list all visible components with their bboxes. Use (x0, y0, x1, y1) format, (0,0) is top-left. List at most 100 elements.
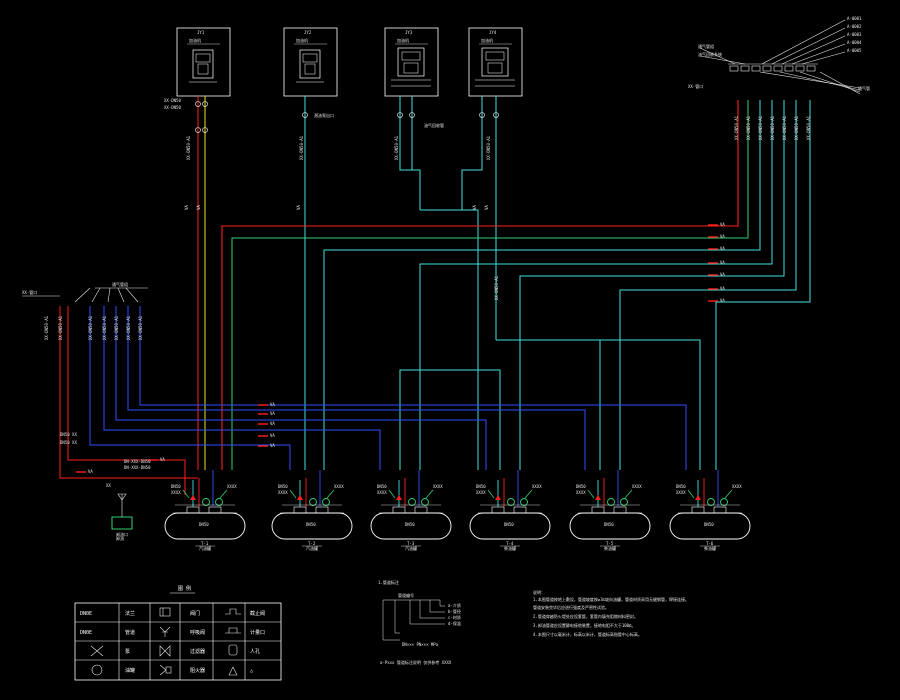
dispenser-nozzle (487, 62, 503, 74)
notes-line-2: 管道安装完毕后应进行强度及严密性试验。 (533, 604, 609, 610)
dispenser-screen (485, 51, 505, 61)
tank-manhole (613, 506, 627, 514)
pipe-note-bottom-1: DN××× PN××× MPa (402, 642, 439, 647)
tank-inner-label: DN50 (604, 522, 614, 527)
valve-symbol (195, 101, 201, 107)
pipe-left-blue-4 (127, 306, 586, 470)
flow-marker-label: VA (720, 246, 725, 251)
legend-cell: 管道 (125, 629, 135, 636)
tank-id: T-6 (706, 541, 714, 546)
dispenser-screen (195, 53, 211, 63)
tank-id: T-1 (201, 541, 209, 546)
pipe-cyan-4 (619, 100, 797, 470)
flow-marker-label: VA (720, 222, 725, 227)
tank-leader (687, 489, 695, 499)
tank-manhole (414, 506, 428, 514)
tank-nozzle-label: XXXX (532, 484, 542, 489)
legend-title: 图 例 (178, 585, 191, 592)
tank-manhole (713, 506, 727, 514)
legend-cell: 呼吸阀 (190, 629, 205, 636)
flow-marker-label: VA (270, 402, 275, 407)
pipe-d4-cyan (461, 96, 483, 210)
tank-inner-label: DN50 (405, 522, 415, 527)
pipe-left-blue-2 (103, 306, 381, 470)
recovery-label: 油气回收管 (424, 122, 444, 128)
pipe-annotation-note: 1.管道标注 管道编号 a-介质 b-管径 c-材质 d-保温 DN××× PN… (378, 579, 461, 665)
pipe-left-blue-5 (139, 306, 687, 470)
dispenser-nozzle (197, 63, 209, 75)
tank-manhole (208, 506, 222, 514)
svg-text:XX: XX (106, 483, 111, 488)
tank-nozzle-label: DN50 (476, 484, 486, 489)
tank-inner-label: DN50 (704, 522, 714, 527)
tank-nozzle-label: XXXX (377, 490, 387, 495)
svg-text:XX-管口: XX-管口 (688, 83, 703, 89)
pipe-tag: XX-DN50-A1 (758, 115, 763, 140)
dispenser-id: JY2 (304, 30, 312, 35)
tank-label: 汽油罐 (405, 545, 417, 551)
tank-nozzle-label: XXXX (334, 484, 344, 489)
pipe-tag: XX-DN50-A1 (486, 135, 491, 160)
tank-leader (524, 489, 533, 499)
tank-label: 汽油罐 (306, 545, 318, 551)
notes-line-1: 1.本图管道按地上敷设，管道坡度按≥3‰坡向油罐，管道材质采用无缝钢管，焊接连接… (533, 596, 689, 602)
pipe-left-red-b (67, 306, 186, 495)
tank-leader (724, 489, 733, 499)
unload-point-label: 卸油口 (116, 531, 128, 537)
pipe-tag: XX-DN50-A1 (88, 315, 93, 340)
pipe-cyan-2 (419, 100, 773, 470)
dispenser-id: JY3 (405, 30, 413, 35)
valve-symbol (202, 101, 208, 107)
dispenser-body (299, 49, 321, 79)
dispenser-title: 加油机 (397, 37, 409, 43)
pipe-red-header (221, 100, 739, 470)
svg-text:通气管: 通气管 (858, 85, 870, 91)
flow-marker-label: VA (270, 421, 275, 426)
tank-leader (624, 489, 633, 499)
pipe-tag: XX-DN50-A1 (299, 135, 304, 160)
tank-nozzle-label: DN50 (576, 484, 586, 489)
pipe-annotation: DN50 XX (60, 440, 77, 445)
pipe-note-line-3: c-材质 (448, 614, 461, 620)
pipe-tag: XX-DN50-A1 (770, 115, 775, 140)
tank-label: 柴油罐 (704, 545, 716, 551)
flow-marker-label: VA (88, 469, 93, 474)
tank-valve (695, 495, 701, 500)
notes-heading: 说明： (533, 589, 545, 595)
tank-nozzle-label: XXXX (676, 490, 686, 495)
tank-leader (388, 489, 396, 499)
dispenser-frame (283, 27, 338, 97)
pipe-cyan-1 (323, 100, 761, 470)
tank-leader (219, 489, 228, 499)
legend-cell: 截止阀 (250, 610, 265, 617)
tank-nozzle-label: XXXX (171, 490, 181, 495)
pipe-tag: XX-DN50-A1 (746, 115, 751, 140)
tank-pump (520, 498, 528, 506)
pipe-left-blue-3 (115, 306, 487, 470)
pipe-d3-cyan (399, 96, 421, 210)
pipe-tag: XX-DN50-A1 (44, 315, 49, 340)
pipe-tag: XX-DN50-A1 (126, 315, 131, 340)
pipe-note-line-2: b-管径 (448, 608, 461, 614)
dispenser-body (481, 47, 509, 77)
pipe-cyan-3 (519, 100, 785, 470)
notes-line-3: 2.管道穿越防火堤处应设套管，套管内填充阻燃材料密封。 (533, 613, 638, 619)
svg-text:卸油: 卸油 (116, 535, 124, 541)
pipe-mid-cyan-b (496, 339, 601, 470)
tank-nozzle-label: DN50 (676, 484, 686, 489)
tank-inner-label: DN50 (199, 522, 209, 527)
pipe-tag: XX-DN50-A1 (138, 315, 143, 340)
tank-id: T-4 (506, 541, 514, 546)
legend-cell: 法兰 (125, 610, 135, 617)
tank-id: T-2 (308, 541, 316, 546)
tank-group: DN50XXXXXXXXDN50T-1汽油罐DN50XXXXXXXXDN50T-… (164, 470, 751, 551)
legend-cell: 阀门 (190, 610, 200, 617)
tank-pump (607, 498, 615, 506)
pipe-tag: XX-DN50-A1 (794, 115, 799, 140)
tank-nozzle-label: XXXX (433, 484, 443, 489)
tank-label: 柴油罐 (504, 545, 516, 551)
dispenser-id: JY4 (489, 30, 497, 35)
tank-pump (202, 498, 210, 506)
